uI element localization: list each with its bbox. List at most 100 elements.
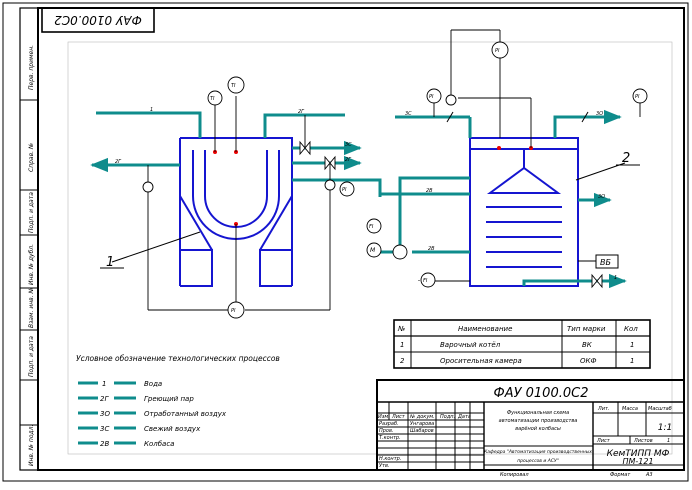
ti-top	[227, 76, 245, 94]
tb-format-value: А3	[645, 472, 653, 478]
leader-line-2	[575, 162, 626, 181]
instrument-label: FI	[369, 224, 374, 230]
legend-code: 3О	[100, 410, 110, 418]
svg-text:3О: 3О	[598, 194, 605, 200]
pi-bottom-right	[420, 272, 436, 288]
pi-right-top	[632, 88, 648, 104]
instrument-label: PI	[495, 48, 500, 54]
legend-label: Вода	[144, 380, 162, 388]
outer-frame	[2, 2, 689, 482]
pi-top-center	[491, 41, 509, 59]
legend-code: 2Г	[100, 395, 109, 403]
svg-text:2Г: 2Г	[115, 159, 122, 165]
signal-lines	[147, 29, 641, 311]
title-block	[376, 379, 685, 471]
pi-right-valve	[339, 181, 355, 197]
tb-name: Шабаров	[410, 428, 434, 434]
tb-scale-value: 1:1	[658, 423, 672, 433]
tb-sheet: Лист	[596, 438, 611, 444]
title-code: ФАУ 0100.0С2	[494, 386, 589, 401]
spec-cell: 1	[400, 341, 404, 349]
motor	[366, 242, 382, 258]
legend-label: Свежий воздух	[144, 425, 201, 433]
leader-line-1	[111, 231, 201, 263]
tb-row-label: Изм.	[378, 414, 390, 420]
svg-text:3С: 3С	[345, 142, 352, 148]
legend-label: Отработанный воздух	[144, 410, 227, 418]
tb-role: Н.контр.	[379, 456, 401, 462]
tb-row-label: Лист	[391, 414, 406, 420]
legend-code: 3С	[100, 425, 109, 433]
tb-role: Пров.	[379, 428, 394, 434]
spec-cell: ОКФ	[580, 357, 597, 365]
tb-row-label: Дата	[457, 414, 471, 420]
item-1-label: 1	[106, 255, 114, 270]
tb-scale: Масштаб	[648, 406, 672, 412]
side-label: Справ. №	[28, 143, 35, 172]
side-label: Перв. примен.	[28, 45, 35, 90]
spec-cell: 1	[630, 341, 634, 349]
tb-lit: Лит.	[597, 406, 610, 412]
svg-text:3С: 3С	[405, 111, 412, 117]
tb-desc-line: автоматизации производства	[499, 418, 578, 424]
side-label: Инв. № дубл.	[28, 244, 35, 285]
svg-text:2В: 2В	[426, 188, 433, 194]
instrument-label: PI	[231, 308, 236, 314]
side-label: Взам. инв. №	[28, 287, 35, 328]
tb-sheets: Листов	[633, 438, 653, 444]
tb-format: Формат	[610, 472, 631, 478]
spec-cell: ВК	[582, 341, 593, 349]
tb-mass: Масса	[622, 406, 638, 412]
tb-copied: Копировал	[500, 472, 529, 478]
stream-labels: 2Г 1 2Г 3С 2Г 2В 2В 3С 3О 3О 1	[115, 107, 617, 281]
instrument-label: TI	[210, 96, 215, 102]
tb-org-line: ПМ-121	[622, 457, 653, 466]
instrument-label: PI	[635, 94, 640, 100]
tb-row-label: № докум.	[409, 414, 435, 420]
small-valve-top	[445, 94, 457, 106]
small-valve-right	[324, 179, 336, 191]
legend-label: Греющий пар	[144, 395, 194, 403]
tb-role: Разраб.	[379, 421, 399, 427]
tb-desc-line: Функциональная схема	[507, 410, 569, 416]
spec-header: Кол	[624, 325, 638, 333]
legend-lines	[78, 381, 136, 445]
fi-left	[366, 218, 382, 234]
stamp-box	[41, 7, 155, 33]
tb-name: Унгарова	[410, 421, 434, 427]
side-label: Инв. № подл.	[28, 425, 35, 466]
instrument-label: PI	[429, 94, 434, 100]
tb-dept-line: процессов и АСУ"	[517, 458, 559, 464]
svg-text:3О: 3О	[596, 111, 603, 117]
valves	[299, 140, 603, 289]
slash-valves	[446, 111, 589, 123]
stamp-code: ФАУ 0100.0С2	[54, 13, 142, 27]
tb-row-label: Подп.	[440, 414, 455, 420]
svg-text:1: 1	[150, 107, 153, 113]
sensor-point	[497, 146, 501, 150]
legend-code: 1	[102, 380, 106, 388]
item-2-label: 2	[622, 151, 630, 166]
drawing-area	[67, 41, 673, 455]
tb-dept-line: Кафедра "Автоматизация производственных	[484, 449, 592, 455]
spec-header: Наименование	[458, 325, 512, 333]
tb-role: Утв.	[379, 463, 390, 469]
ti-left	[207, 90, 223, 106]
tb-sheets-value: 1	[667, 438, 670, 444]
instrument-label: М	[370, 247, 376, 254]
spec-cell: Оросительная камера	[440, 357, 522, 365]
chamber-vessel	[469, 137, 579, 287]
spec-cell: Варочный котёл	[440, 341, 501, 349]
tb-desc-line: варёной колбасы	[515, 426, 561, 432]
spec-cell: 1	[630, 357, 634, 365]
legend-code: 2В	[100, 440, 109, 448]
spec-cell: 2	[400, 357, 405, 365]
instrument-label: TI	[231, 83, 236, 89]
pump	[392, 244, 408, 260]
pi-bottom	[227, 301, 245, 319]
side-label: Подп. и дата	[28, 336, 35, 377]
instrument-label: PI	[342, 187, 347, 193]
svg-text:1: 1	[614, 275, 617, 281]
spec-header: №	[397, 325, 405, 333]
